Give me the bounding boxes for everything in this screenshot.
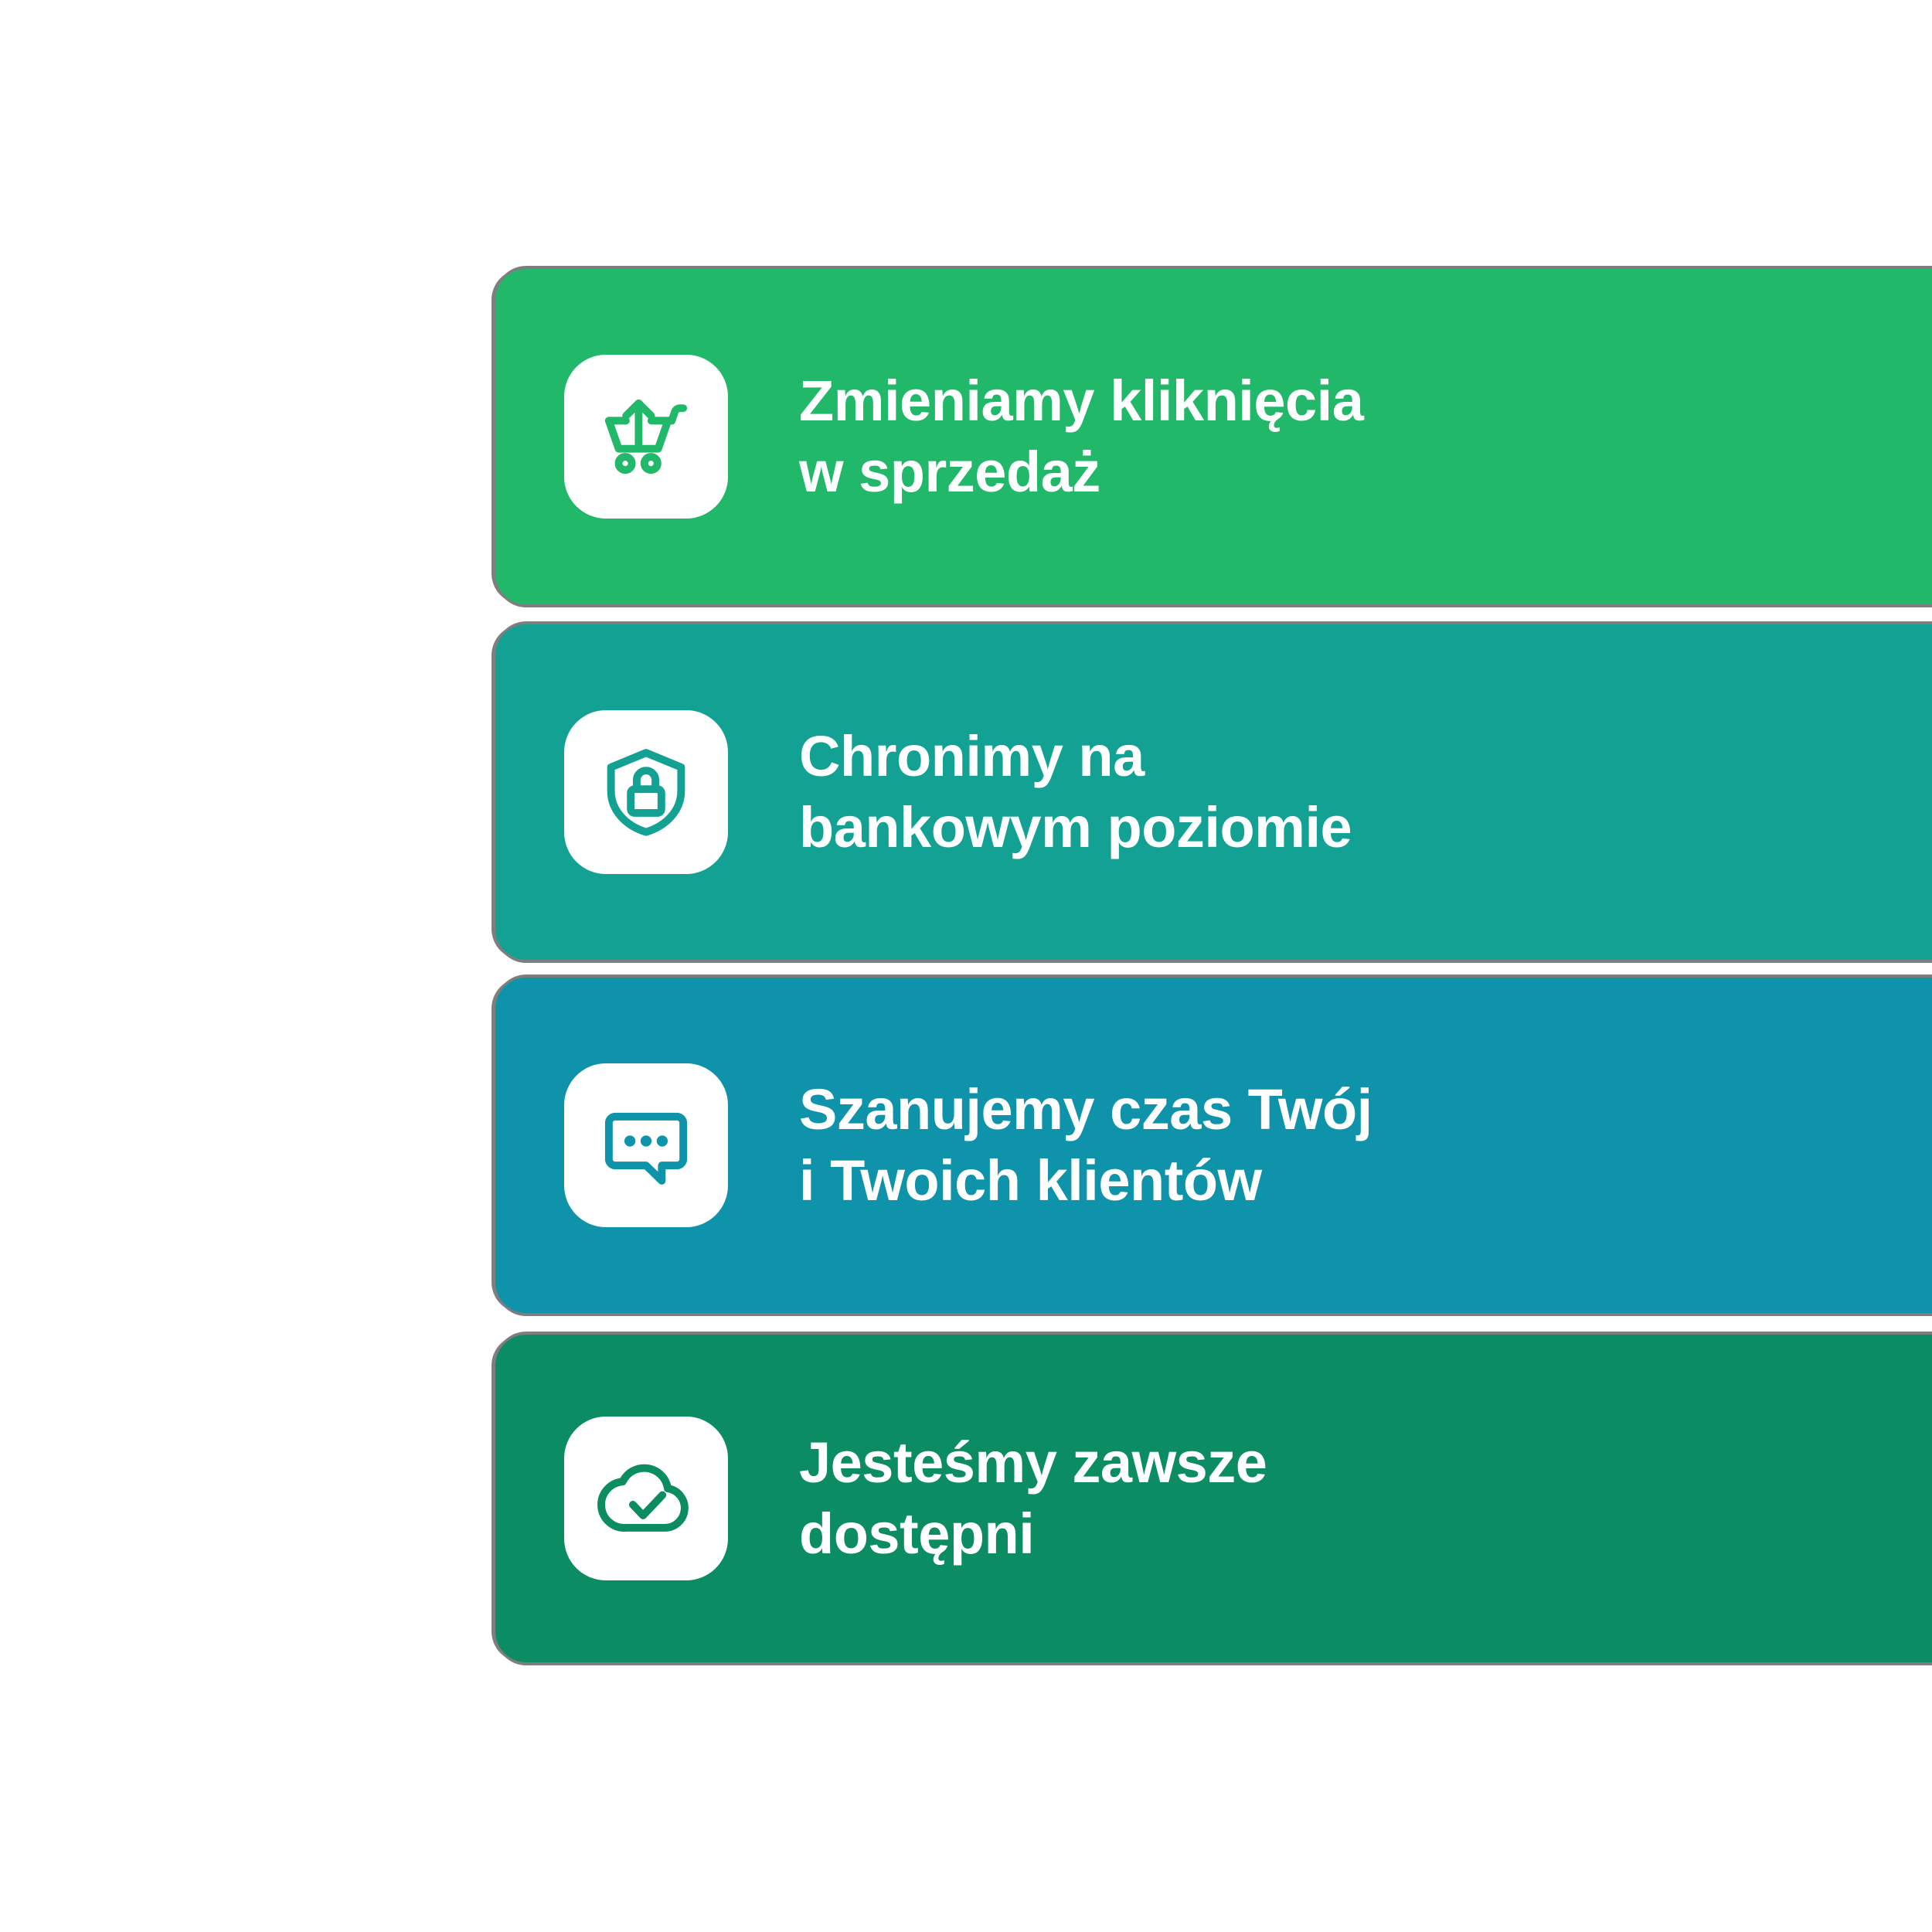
card-line-1: Zmieniamy kliknięcia [799,368,1364,433]
chat-bubble-dots-icon [595,1094,697,1196]
card-line-2: bankowym poziomie [799,795,1352,859]
feature-card-sales[interactable]: Zmieniamy kliknięcia w sprzedaż [495,269,1932,604]
feature-card-security[interactable]: Chronimy na bankowym poziomie [495,624,1932,960]
icon-tile-availability [564,1417,728,1580]
card-line-2: dostępni [799,1502,1035,1566]
icon-tile-security [564,710,728,874]
card-line-2: i Twoich klientów [799,1148,1262,1213]
icon-tile-time [564,1063,728,1227]
card-line-1: Szanujemy czas Twój [799,1077,1372,1141]
card-line-2: w sprzedaż [799,440,1100,504]
feature-card-availability-text: Jesteśmy zawsze dostępni [799,1427,1267,1570]
feature-card-sales-text: Zmieniamy kliknięcia w sprzedaż [799,366,1364,509]
feature-card-security-text: Chronimy na bankowym poziomie [799,721,1352,864]
feature-card-time-text: Szanujemy czas Twój i Twoich klientów [799,1074,1372,1217]
feature-card-availability[interactable]: Jesteśmy zawsze dostępni [495,1335,1932,1662]
shield-lock-icon [595,741,697,843]
cloud-check-icon [595,1447,697,1549]
icon-tile-sales [564,355,728,519]
card-line-1: Chronimy na [799,723,1145,788]
cart-upload-icon [595,386,697,488]
card-line-1: Jesteśmy zawsze [799,1430,1267,1495]
feature-card-time[interactable]: Szanujemy czas Twój i Twoich klientów [495,978,1932,1313]
